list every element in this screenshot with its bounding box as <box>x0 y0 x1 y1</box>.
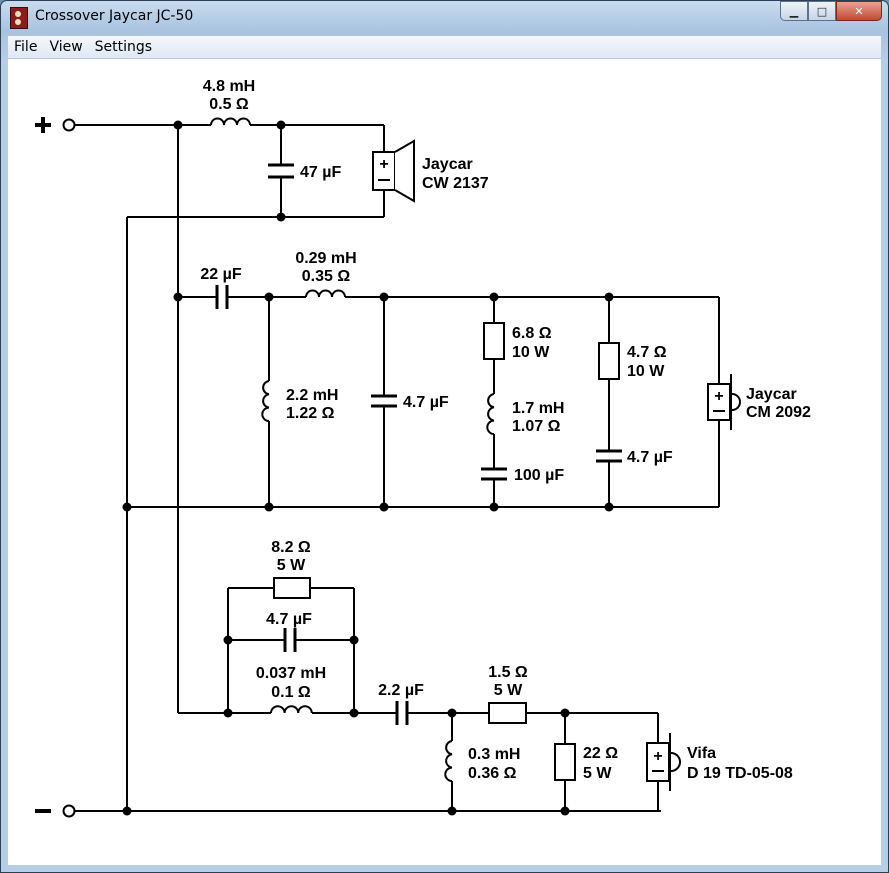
woofer-shunt-inductor-value: 0.3 mH <box>468 746 520 763</box>
mid-series-capacitor <box>215 285 229 309</box>
woofer-parallel-resistor <box>273 577 311 599</box>
midrange-speaker-icon: + <box>707 374 741 430</box>
woofer-shunt-resistor-power: 5 W <box>583 765 612 782</box>
mid-series-inductor-resistance: 0.35 Ω <box>302 268 351 285</box>
woofer-speaker-icon: + <box>646 733 681 791</box>
notch-capacitor-value: 100 µF <box>514 467 564 484</box>
mid-shunt-capacitor-value: 4.7 µF <box>403 394 449 411</box>
woofer-shunt-resistor-value: 22 Ω <box>583 745 618 762</box>
schematic-canvas: + + + <box>8 59 881 865</box>
woofer-series-capacitor <box>395 701 409 725</box>
svg-text:+: + <box>714 388 723 405</box>
mid-series-capacitor-value: 22 µF <box>200 266 241 283</box>
woofer-parallel-inductor-resistance: 0.1 Ω <box>271 684 311 701</box>
positive-terminal <box>35 117 76 133</box>
svg-text:+: + <box>653 748 662 765</box>
woofer-parallel-inductor <box>270 705 313 714</box>
woofer-driver-model: D 19 TD-05-08 <box>687 765 793 782</box>
crossover-schematic: + + + <box>35 78 811 818</box>
tweeter-driver-model: CW 2137 <box>422 175 489 192</box>
notch-inductor <box>486 393 495 435</box>
zobel-capacitor <box>596 449 622 463</box>
menu-settings[interactable]: Settings <box>94 39 153 55</box>
speaker-app-icon[interactable] <box>10 7 28 29</box>
menu-file[interactable]: File <box>14 39 38 55</box>
svg-text:+: + <box>379 156 388 173</box>
minimize-icon: ▁ <box>789 4 799 18</box>
junction-dots <box>122 120 614 816</box>
zobel-capacitor-value: 4.7 µF <box>627 449 673 466</box>
window-title: Crossover Jaycar JC-50 <box>35 8 194 24</box>
mid-shunt-inductor <box>261 380 270 422</box>
minimize-button[interactable]: ▁ <box>780 1 808 21</box>
menu-view[interactable]: View <box>49 39 83 55</box>
woofer-shunt-inductor-resistance: 0.36 Ω <box>468 765 517 782</box>
notch-resistor-value: 6.8 Ω <box>512 325 552 342</box>
tweeter-inductor-value: 4.8 mH <box>203 78 255 95</box>
mid-series-inductor <box>305 289 346 298</box>
notch-resistor <box>483 322 505 360</box>
zobel-resistor-value: 4.7 Ω <box>627 344 667 361</box>
close-icon: ✕ <box>854 4 864 18</box>
maximize-button[interactable]: □ <box>808 1 836 21</box>
woofer-series-resistor-value: 1.5 Ω <box>488 664 528 681</box>
notch-resistor-power: 10 W <box>512 344 550 361</box>
maximize-icon: □ <box>816 4 828 18</box>
zobel-resistor-power: 10 W <box>627 363 665 380</box>
tweeter-speaker-icon: + <box>372 139 415 203</box>
woofer-parallel-resistor-value: 8.2 Ω <box>271 539 311 556</box>
tweeter-capacitor <box>268 163 294 179</box>
notch-inductor-resistance: 1.07 Ω <box>512 418 561 435</box>
woofer-parallel-capacitor <box>283 628 297 652</box>
mid-shunt-inductor-resistance: 1.22 Ω <box>286 405 335 422</box>
mid-shunt-inductor-value: 2.2 mH <box>286 387 338 404</box>
woofer-series-capacitor-value: 2.2 µF <box>378 682 424 699</box>
mid-shunt-capacitor <box>371 394 397 408</box>
close-button[interactable]: ✕ <box>836 1 882 21</box>
title-bar[interactable]: Crossover Jaycar JC-50 ▁ □ ✕ <box>1 1 888 35</box>
woofer-series-resistor <box>488 702 527 724</box>
notch-inductor-value: 1.7 mH <box>512 400 564 417</box>
midrange-driver-brand: Jaycar <box>746 386 797 403</box>
woofer-shunt-resistor <box>554 743 576 781</box>
woofer-shunt-inductor <box>444 740 453 782</box>
notch-capacitor <box>481 467 507 481</box>
tweeter-capacitor-value: 47 µF <box>300 164 341 181</box>
tweeter-inductor-resistance: 0.5 Ω <box>209 96 249 113</box>
woofer-series-resistor-power: 5 W <box>494 682 523 699</box>
menu-bar: File View Settings <box>8 36 881 59</box>
midrange-driver-model: CM 2092 <box>746 404 811 421</box>
woofer-parallel-resistor-power: 5 W <box>277 557 306 574</box>
woofer-driver-brand: Vifa <box>687 745 716 762</box>
mid-series-inductor-value: 0.29 mH <box>295 250 356 267</box>
zobel-resistor <box>598 342 620 380</box>
woofer-parallel-capacitor-value: 4.7 µF <box>266 611 312 628</box>
tweeter-driver-brand: Jaycar <box>422 156 473 173</box>
tweeter-inductor <box>210 117 251 126</box>
woofer-parallel-inductor-value: 0.037 mH <box>256 665 326 682</box>
negative-terminal <box>35 804 76 818</box>
